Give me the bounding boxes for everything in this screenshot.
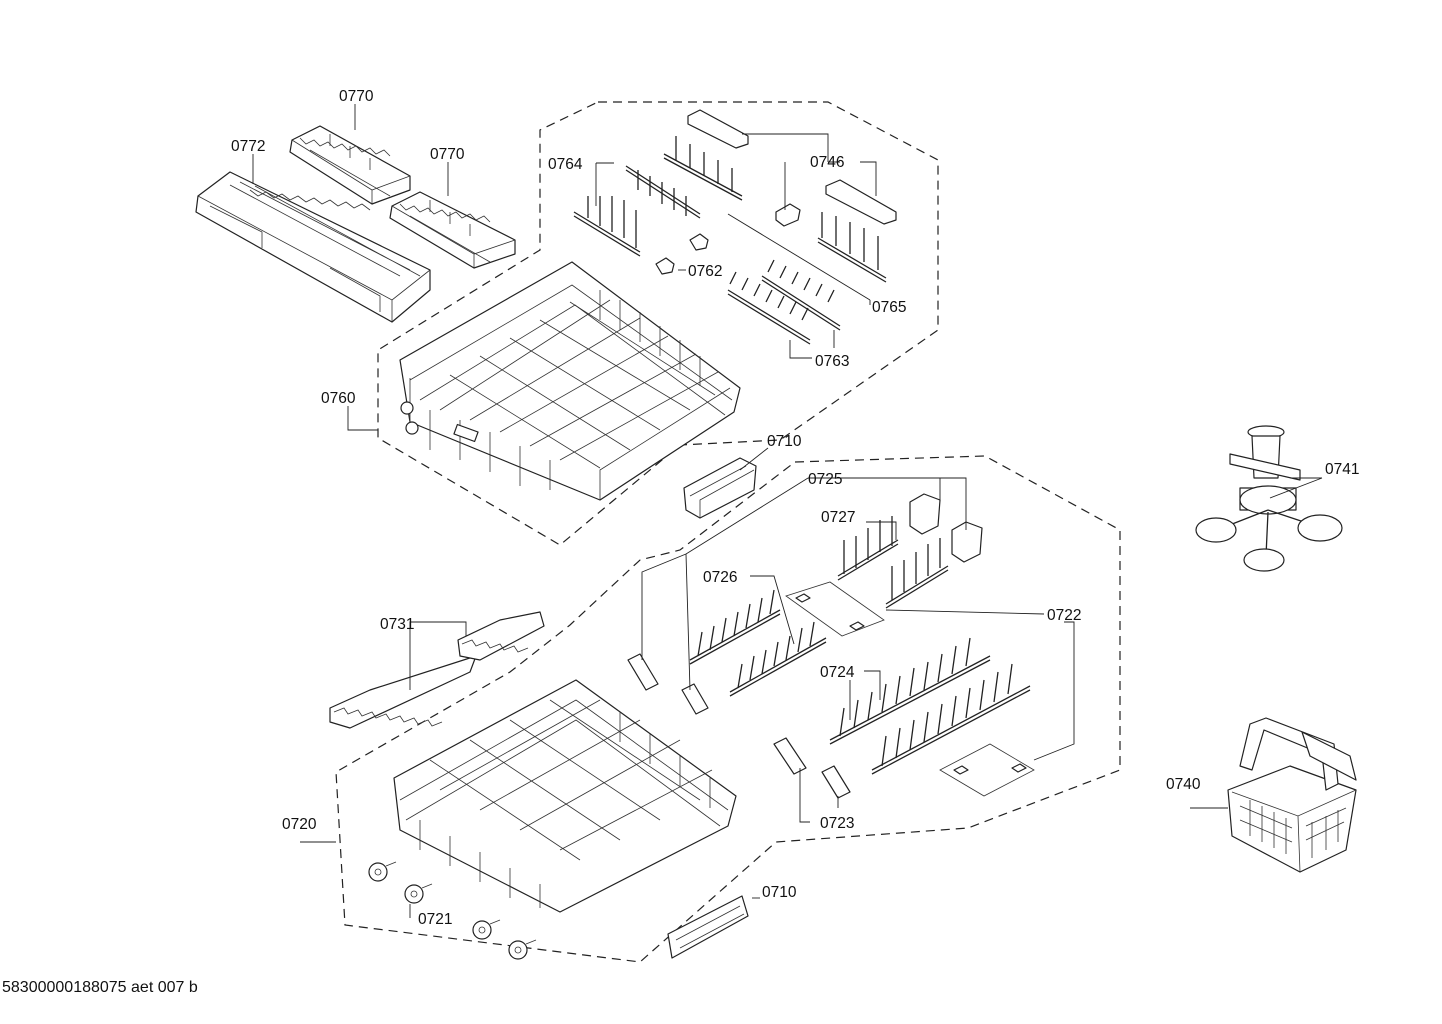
tine-row-0726 (689, 589, 827, 697)
tine-row-0724 (829, 637, 1031, 775)
tine-row-0765-b (817, 179, 897, 283)
label-0726: 0726 (703, 569, 737, 586)
document-id-footer: 58300000188075 aet 007 b (2, 979, 198, 996)
label-0725: 0725 (808, 471, 842, 488)
label-0746: 0746 (810, 154, 844, 171)
label-0765: 0765 (872, 299, 906, 316)
upper-basket-0760 (399, 261, 741, 501)
label-0770-bottom: 0770 (430, 146, 465, 163)
tine-row-0765-a (663, 109, 749, 201)
label-0772: 0772 (231, 138, 265, 155)
tine-row-0763 (727, 259, 841, 345)
rack-0731 (329, 611, 545, 729)
label-0764: 0764 (548, 156, 583, 173)
tine-row-0727 (837, 516, 949, 609)
cutlery-basket-0740 (1227, 717, 1357, 873)
tine-row-0764 (573, 165, 701, 257)
lower-basket-group-outline (335, 455, 1121, 963)
tray-0772 (195, 171, 431, 323)
label-0710-upper: 0710 (767, 433, 802, 450)
label-0727: 0727 (821, 509, 855, 526)
label-0763: 0763 (815, 353, 849, 370)
rack-0770-bottom (389, 191, 516, 269)
label-0760: 0760 (321, 390, 356, 407)
part-number-labels: 0770 0772 0770 0764 0746 0762 0765 0763 … (231, 88, 1359, 928)
lower-basket-0720 (393, 679, 737, 913)
clips-0725 (909, 493, 983, 563)
label-0770-top: 0770 (339, 88, 374, 105)
handle-0710-lower (667, 895, 749, 959)
label-0762: 0762 (688, 263, 722, 280)
wheels-0721 (368, 861, 537, 960)
clips-0762 (655, 233, 709, 275)
label-0740: 0740 (1166, 776, 1201, 793)
clip-0746 (775, 203, 801, 227)
label-0741: 0741 (1325, 461, 1359, 478)
upper-basket-group-outline (377, 101, 939, 546)
handle-0710-upper (683, 457, 757, 519)
spinner-0741 (1195, 425, 1343, 572)
label-0724: 0724 (820, 664, 855, 681)
label-0720: 0720 (282, 816, 317, 833)
label-0731: 0731 (380, 616, 414, 633)
clips-holder-0722 (785, 581, 1035, 797)
label-0723: 0723 (820, 815, 854, 832)
rack-0770-top (289, 125, 411, 205)
clips-0723 (627, 653, 851, 799)
label-0722: 0722 (1047, 607, 1081, 624)
leader-lines (252, 104, 1323, 918)
label-0710-lower: 0710 (762, 884, 797, 901)
label-0721: 0721 (418, 911, 452, 928)
